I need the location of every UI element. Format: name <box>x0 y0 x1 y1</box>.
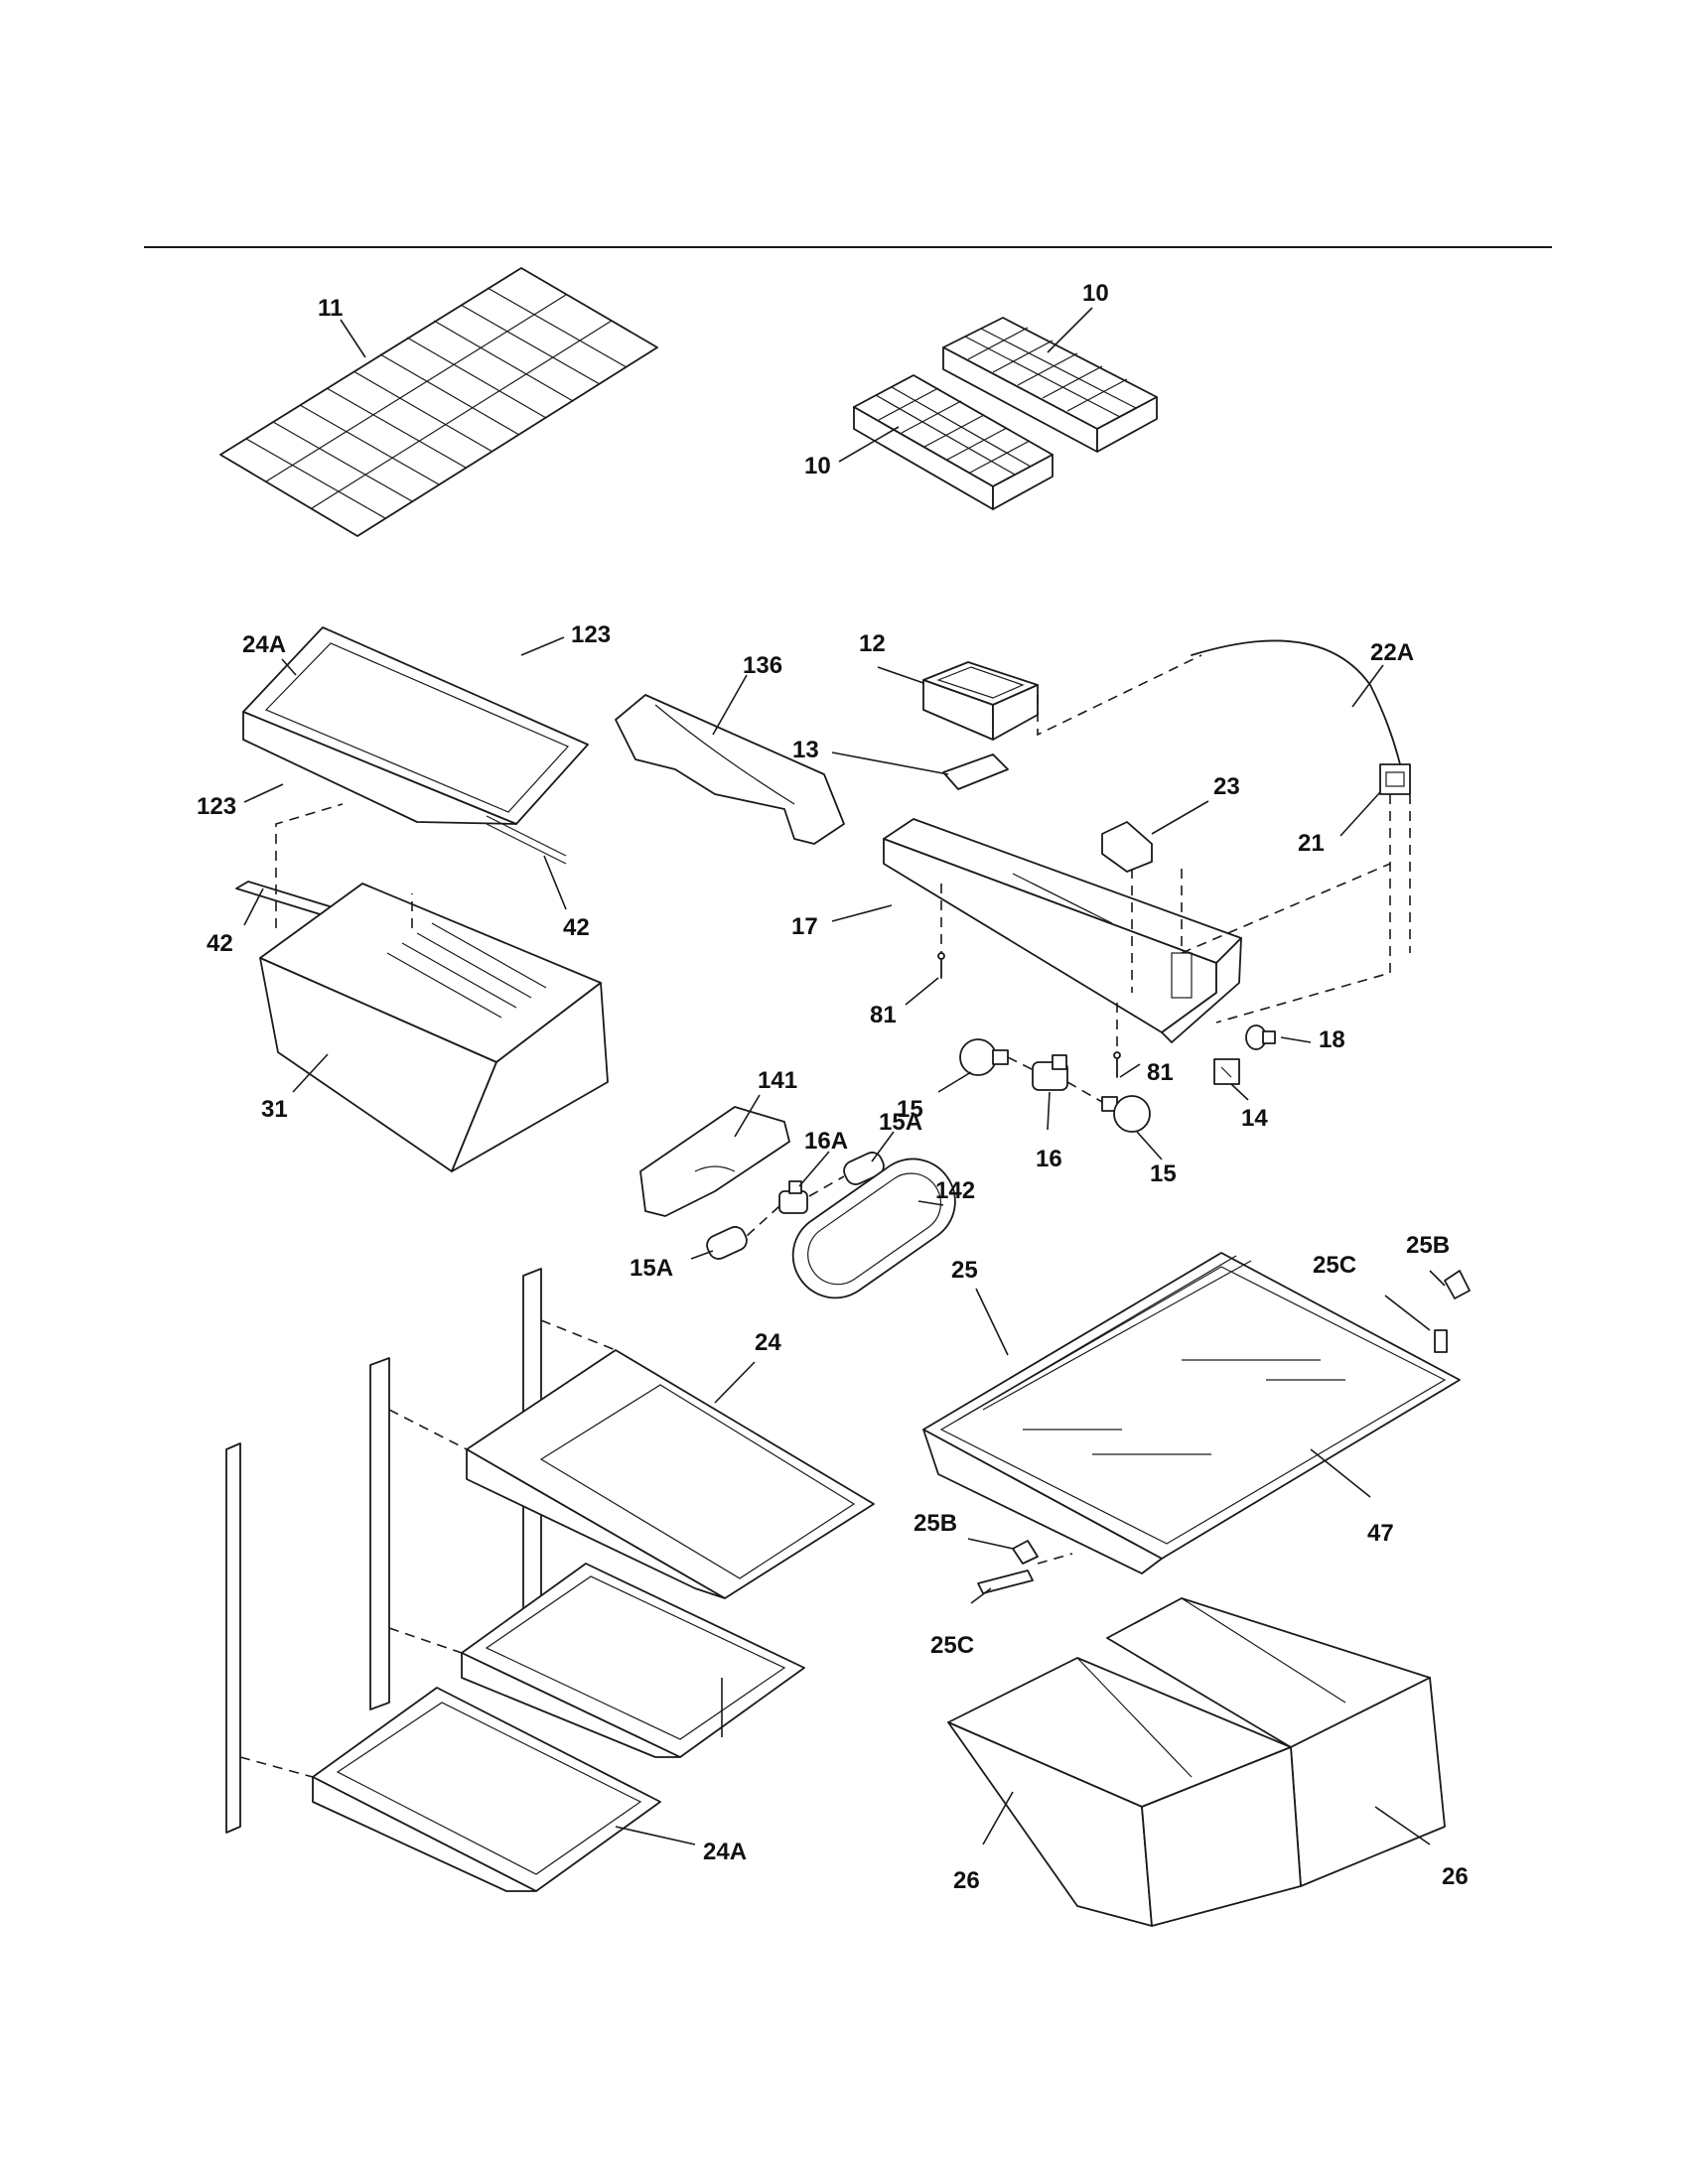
part-clip-13 <box>942 753 1009 790</box>
callout-24A: 24A <box>242 631 286 658</box>
callout-31: 31 <box>261 1096 288 1123</box>
callout-24A: 24A <box>703 1839 747 1865</box>
part-wire-shelf <box>219 267 658 537</box>
callout-17: 17 <box>791 913 818 940</box>
callout-142: 142 <box>935 1177 975 1204</box>
part-screw-81a <box>937 952 945 979</box>
callout-26: 26 <box>953 1867 980 1894</box>
part-bulb-15b <box>1101 1095 1151 1133</box>
part-upright-rail-2 <box>369 1357 390 1710</box>
part-lens-142 <box>791 1158 956 1299</box>
callout-25C: 25C <box>1313 1252 1356 1279</box>
guide-line-bulb-b <box>1066 1081 1103 1103</box>
callout-21: 21 <box>1298 830 1325 857</box>
part-damper-23 <box>1101 821 1153 873</box>
callout-16A: 16A <box>804 1128 848 1155</box>
callout-26: 26 <box>1442 1863 1469 1890</box>
guide-line-shelf <box>275 803 344 928</box>
part-button-18 <box>1245 1024 1276 1050</box>
part-bulb-15a <box>959 1038 1009 1076</box>
part-glass-shelf-24 <box>466 1349 875 1599</box>
part-upright-rail-3 <box>225 1442 241 1834</box>
part-crisper-drawer-26-left <box>947 1657 1302 1927</box>
callout-42: 42 <box>563 914 590 941</box>
callout-123: 123 <box>197 793 236 820</box>
guide-line-21 <box>1215 794 1391 1024</box>
callout-25C: 25C <box>930 1632 974 1659</box>
callout-15A: 15A <box>630 1255 673 1282</box>
callout-10: 10 <box>1082 280 1109 307</box>
callout-22A: 22A <box>1370 639 1414 666</box>
callout-24: 24 <box>755 1329 781 1356</box>
callout-14: 14 <box>1241 1105 1268 1132</box>
part-crisper-cover-25 <box>922 1252 1461 1574</box>
part-glass-shelf-24A-bottom <box>312 1687 661 1892</box>
callout-25B: 25B <box>914 1510 957 1537</box>
guide-line-16A <box>808 1175 845 1197</box>
callout-10: 10 <box>804 453 831 479</box>
callout-12: 12 <box>859 630 886 657</box>
callout-13: 13 <box>792 737 819 763</box>
callout-136: 136 <box>743 652 782 679</box>
guide-line-24b <box>540 1319 617 1351</box>
part-bulb-15A-lower <box>706 1226 748 1260</box>
callout-81: 81 <box>1147 1059 1174 1086</box>
part-clip-25B-right <box>1444 1270 1471 1299</box>
callout-15: 15 <box>1150 1160 1177 1187</box>
guide-line-23b <box>1181 863 1391 955</box>
leader-lines <box>243 307 1446 1845</box>
guide-line-24A-bottom <box>239 1756 314 1778</box>
part-bracket-136 <box>615 694 845 845</box>
callout-25: 25 <box>951 1257 978 1284</box>
callout-42: 42 <box>207 930 233 957</box>
callout-23: 23 <box>1213 773 1240 800</box>
part-clip-25B-left <box>1012 1540 1039 1565</box>
part-crisper-drawer-26-right <box>1106 1597 1446 1887</box>
callout-15A: 15A <box>879 1109 922 1136</box>
part-clip-25C-left <box>977 1570 1034 1594</box>
guide-line-12-to-22a <box>1037 654 1202 737</box>
part-switch-21 <box>1379 763 1411 795</box>
part-cup-12 <box>922 661 1039 741</box>
part-crisper-drawer-31 <box>259 883 609 1172</box>
callout-15: 15 <box>897 1096 923 1123</box>
callout-25B: 25B <box>1406 1232 1450 1259</box>
part-socket-16 <box>1032 1054 1068 1091</box>
part-screw-81b <box>1113 1051 1121 1078</box>
part-light-cover-141 <box>639 1106 790 1217</box>
callout-11: 11 <box>318 295 343 322</box>
guide-line-24 <box>388 1409 468 1450</box>
callout-47: 47 <box>1367 1520 1394 1547</box>
part-socket-16A <box>778 1180 808 1214</box>
part-clip-25C-right <box>1434 1329 1448 1353</box>
part-glass-shelf-24A-middle <box>461 1563 805 1758</box>
callout-123: 123 <box>571 621 611 648</box>
callout-18: 18 <box>1319 1026 1345 1053</box>
callout-16: 16 <box>1036 1146 1062 1172</box>
callout-141: 141 <box>758 1067 797 1094</box>
part-ice-tray-back <box>942 317 1158 453</box>
part-wire-harness-22A <box>1191 639 1401 765</box>
part-glass-shelf-top <box>242 626 589 865</box>
part-switch-14 <box>1213 1058 1240 1085</box>
callout-81: 81 <box>870 1002 897 1028</box>
guide-line-16A-b <box>746 1205 780 1237</box>
guide-line-24A-middle <box>388 1627 463 1654</box>
guide-line-25B <box>1037 1553 1073 1565</box>
guide-line-bulb-a <box>1007 1056 1039 1073</box>
part-light-housing-17 <box>883 818 1242 1043</box>
callout-labels: 11 10 10 24A 123 123 42 42 31 136 12 13 … <box>197 280 1469 1894</box>
